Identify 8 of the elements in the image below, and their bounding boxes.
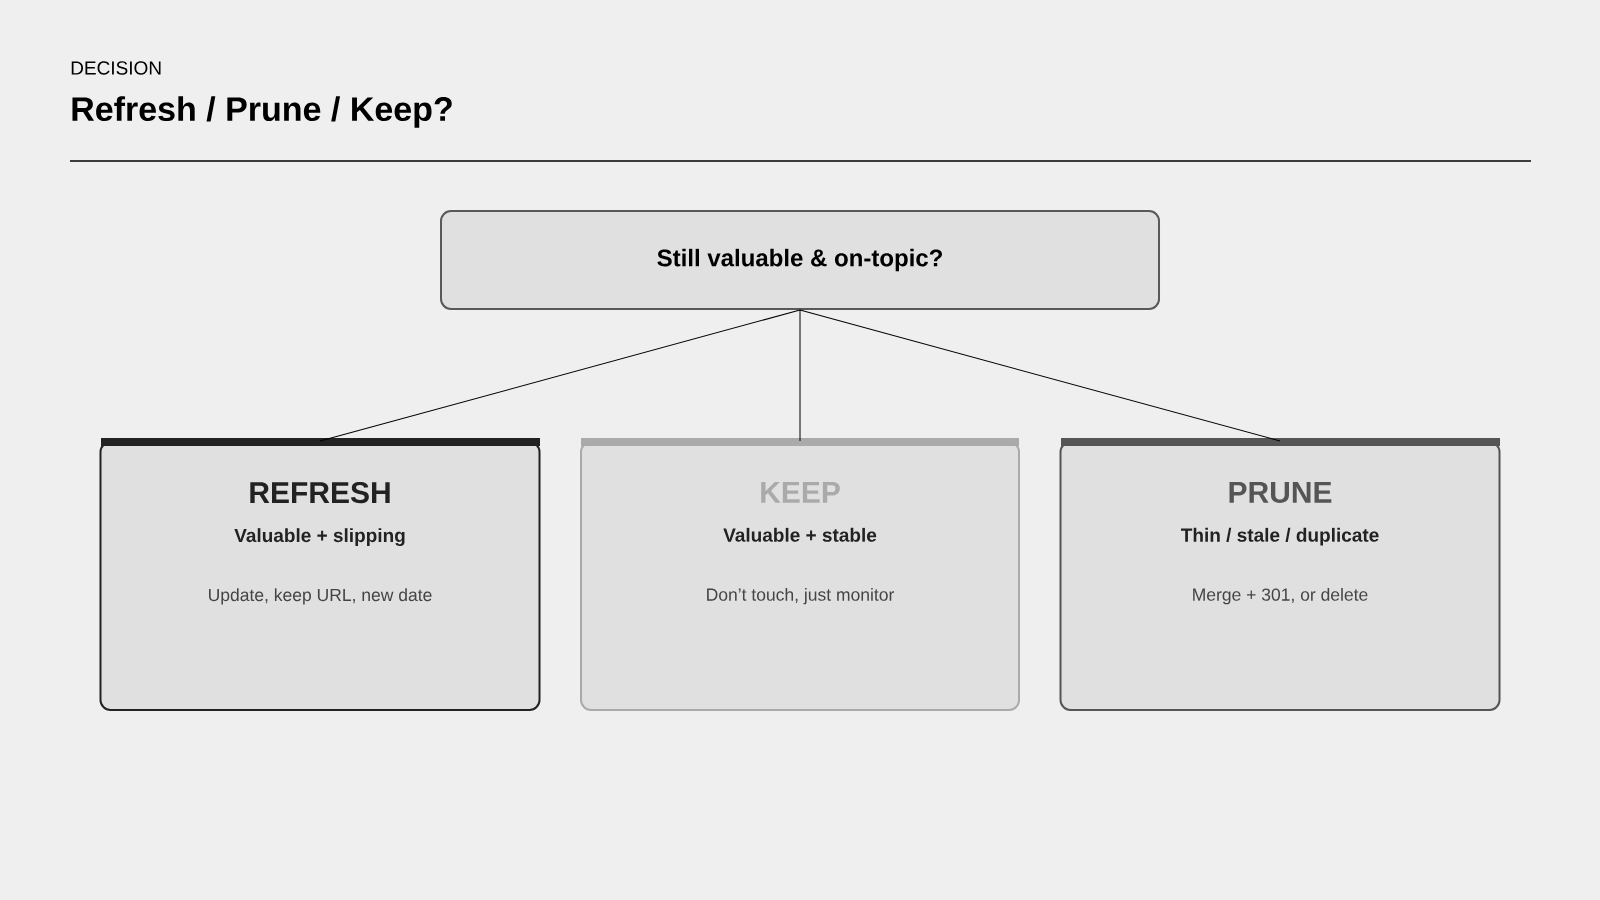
connector-line: [799, 309, 1281, 442]
title: Refresh / Prune / Keep?: [72, 96, 452, 128]
connector-line: [319, 309, 801, 442]
section-label: DECISION: [71, 61, 161, 75]
connector-line: [799, 309, 801, 442]
option-card: REFRESH Valuable + slipping Update, keep URL, new date: [99, 438, 541, 711]
option-card: PRUNE Thin / stale / duplicate Merge + 301, or delete: [1059, 438, 1501, 711]
question-box: Still valuable & on-topic?: [440, 210, 1160, 310]
